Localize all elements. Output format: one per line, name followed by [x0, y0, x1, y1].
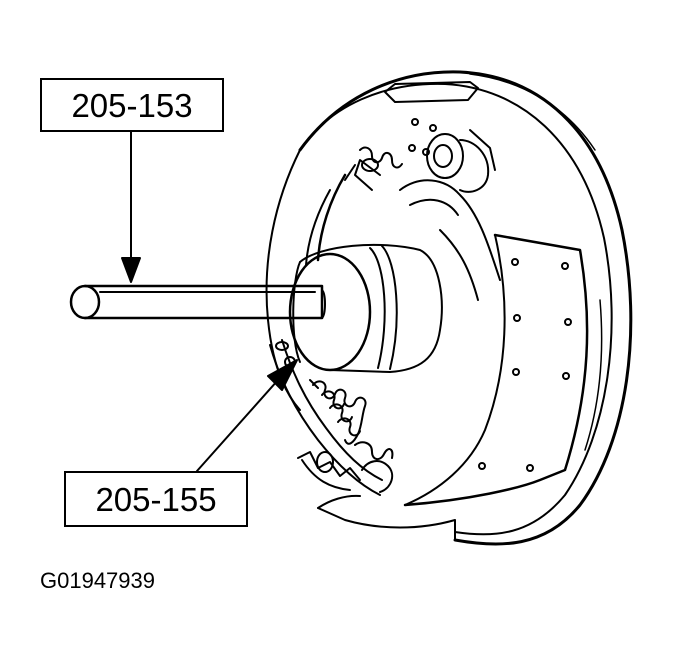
hub-cup [288, 243, 443, 373]
callout-label-tool: 205-155 [64, 471, 248, 527]
leader-arrow-205-155 [196, 359, 298, 472]
adjuster-assembly [297, 441, 394, 493]
backing-plate-holes [408, 118, 437, 156]
leader-arrow-205-153 [121, 131, 141, 283]
secondary-shoe [403, 229, 589, 507]
callout-label-tool: 205-153 [40, 78, 224, 132]
lining-rivets [478, 258, 572, 472]
anchor-tab [384, 81, 479, 103]
brake-drum [265, 70, 633, 546]
callout-text: 205-155 [95, 480, 217, 518]
tool-shaft [69, 284, 326, 320]
primary-shoe [269, 173, 383, 496]
anchor-pin [426, 129, 496, 193]
callout-text: 205-153 [71, 86, 193, 124]
upper-spring [344, 146, 403, 181]
figure-id-label: G01947939 [40, 568, 155, 593]
lower-spring [275, 341, 367, 445]
backing-plate-base [317, 494, 456, 541]
adjuster-lever [354, 158, 501, 281]
